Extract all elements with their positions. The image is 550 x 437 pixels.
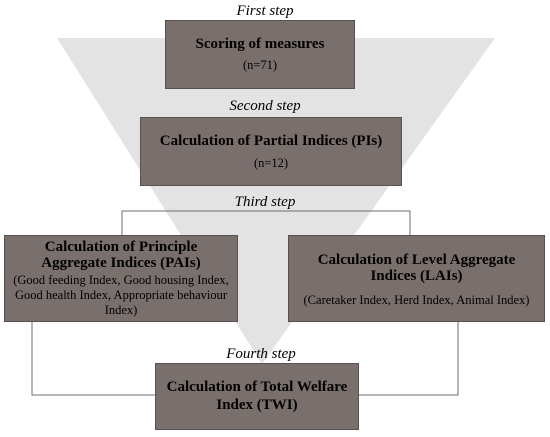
total-title-line2: Index (TWI) [216, 397, 298, 413]
connector-right-bottom [359, 320, 459, 396]
step-label-third: Third step [234, 194, 296, 210]
connector-left-bottom [31, 320, 155, 396]
level-detail: (Caretaker Index, Herd Index, Animal Ind… [303, 293, 530, 307]
total-title-line1: Calculation of Total Welfare [166, 379, 348, 395]
scoring-title: Scoring of measures [195, 36, 325, 52]
principle-detail-line2: Good health Index, Appropriate behaviour [14, 288, 228, 302]
scoring-count: (n=71) [242, 58, 278, 72]
partial-indices-box: Calculation of Partial Indices (PIs) (n=… [140, 117, 402, 186]
principle-detail-line3: Index) [104, 303, 138, 317]
step-label-fourth: Fourth step [226, 346, 296, 362]
principle-aggregate-indices-box: Calculation of Principle Aggregate Indic… [4, 235, 238, 322]
principle-title-line1: Calculation of Principle [44, 239, 198, 255]
level-title-line2: Indices (LAIs) [370, 268, 463, 284]
partial-indices-title: Calculation of Partial Indices (PIs) [159, 133, 383, 149]
step-label-second: Second step [229, 98, 301, 114]
partial-indices-count: (n=12) [253, 156, 289, 170]
level-aggregate-indices-box: Calculation of Level Aggregate Indices (… [288, 235, 545, 322]
principle-title-line2: Aggregate Indices (PAIs) [41, 255, 201, 271]
level-title-line1: Calculation of Level Aggregate [317, 252, 516, 268]
total-welfare-index-box: Calculation of Total Welfare Index (TWI) [155, 363, 359, 430]
connector-right-top [262, 210, 411, 238]
scoring-of-measures-box: Scoring of measures (n=71) [165, 20, 355, 89]
connector-left-top [121, 210, 262, 238]
step-label-first: First step [236, 3, 294, 19]
principle-detail-line1: (Good feeding Index, Good housing Index, [13, 273, 229, 287]
